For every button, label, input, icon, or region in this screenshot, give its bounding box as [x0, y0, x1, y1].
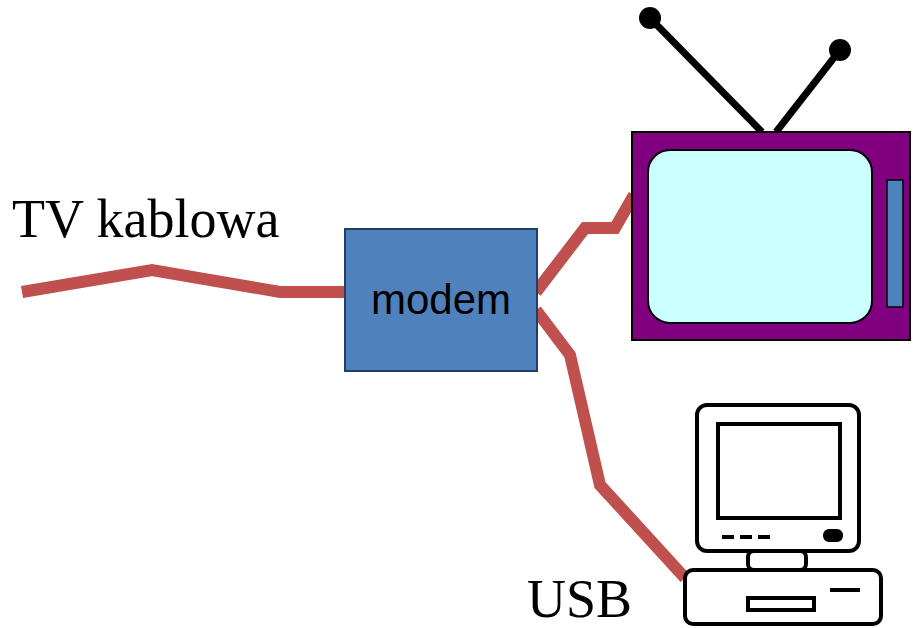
- antenna: [650, 18, 762, 132]
- antenna-tip: [829, 39, 851, 61]
- antenna: [776, 50, 840, 132]
- drive-slot: [748, 598, 814, 610]
- usb-cable: [536, 310, 685, 578]
- cable: [22, 195, 685, 578]
- monitor-button: [758, 535, 770, 539]
- monitor-stand: [748, 551, 806, 570]
- monitor-button: [722, 535, 734, 539]
- tv-set: [632, 7, 910, 340]
- node-label: modem: [371, 279, 511, 321]
- text-label: TV kablowa: [12, 192, 279, 246]
- power-led: [825, 531, 841, 540]
- monitor-button: [740, 535, 752, 539]
- modem-box: modem: [344, 228, 538, 372]
- pc-case: [685, 570, 881, 624]
- monitor-screen: [718, 424, 840, 518]
- antenna-tip: [639, 7, 661, 29]
- monitor: [697, 405, 859, 551]
- computer: [685, 405, 881, 624]
- input-cable: [22, 270, 346, 292]
- text-label: USB: [527, 572, 632, 626]
- tv-panel: [887, 180, 903, 307]
- case-detail: [830, 588, 860, 592]
- tv-cable: [536, 195, 634, 292]
- tv-screen: [648, 150, 872, 323]
- tv-body: [632, 132, 910, 340]
